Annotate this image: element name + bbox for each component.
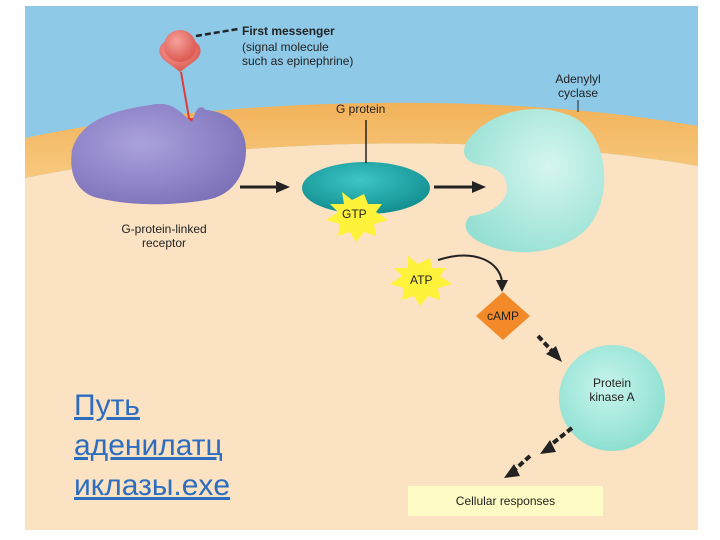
arrow-icon [434, 181, 486, 193]
camp-diamond [476, 292, 530, 340]
atp-star-burst-icon [390, 256, 452, 306]
arrow-icon [536, 334, 562, 362]
arrow-icon [504, 454, 532, 478]
binding-arrow-icon [180, 71, 191, 125]
first-messenger-icon [159, 30, 201, 72]
gtp-label: GTP [342, 207, 367, 221]
receptor-label: G-protein-linked receptor [121, 222, 207, 250]
conversion-arrowhead-icon [496, 280, 508, 292]
arrow-icon [240, 181, 290, 193]
slide-title-link[interactable]: Путь аденилатц иклазы.exe [74, 389, 231, 502]
first-messenger-description: (signal molecule such as epinephrine) [242, 40, 354, 68]
first-messenger-title: First messenger [242, 24, 335, 38]
g-protein [302, 162, 430, 214]
cellular-responses-label: Cellular responses [455, 494, 556, 508]
conversion-arrow-icon [437, 254, 503, 283]
arrow-icon [540, 426, 574, 454]
adenylyl-cyclase-protein [464, 109, 605, 253]
adenylyl-cyclase-label: Adenylyl cyclase [555, 72, 601, 100]
protein-kinase-a-label: Protein kinase A [589, 376, 635, 404]
atp-label: ATP [410, 273, 432, 287]
gtp-star-burst-icon [326, 192, 388, 242]
camp-label: cAMP [487, 309, 519, 323]
protein-kinase-a [559, 345, 665, 451]
cellular-responses-box: Cellular responses [408, 486, 603, 516]
first-messenger-pointer [195, 27, 239, 38]
g-protein-label: G protein [336, 102, 386, 116]
receptor-protein [71, 103, 247, 205]
